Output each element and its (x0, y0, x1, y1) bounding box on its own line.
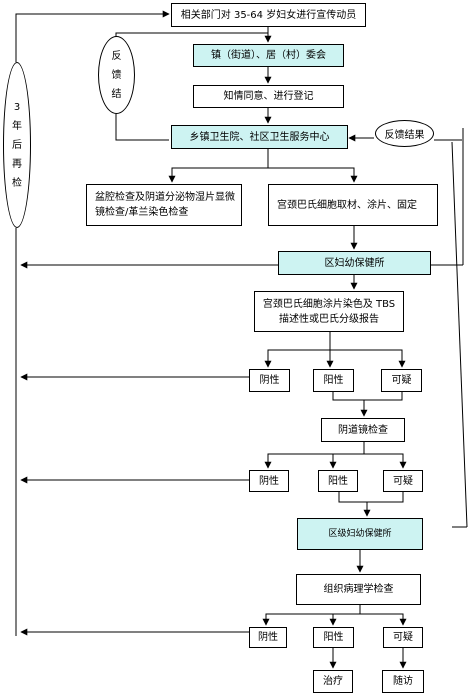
connector-results-1-right (330, 349, 406, 368)
node-suspicious-1: 可疑 (381, 369, 422, 392)
connector-center-branch-right (268, 167, 358, 183)
node-mch-county: 区妇幼保健所 (278, 251, 431, 275)
label-feedback-left: 反馈结 (111, 50, 122, 100)
connector-recheck-loop (15, 10, 170, 62)
connector-results-2 (264, 442, 365, 469)
connector-results-3 (262, 605, 361, 626)
node-pathology: 组织病理学检查 (296, 574, 421, 605)
connector-merge-2 (338, 492, 404, 503)
label-recheck: 3年后再检 (12, 101, 22, 189)
label-feedback-result: 反馈结果 (384, 130, 425, 141)
connector-results-2-right (364, 453, 407, 469)
node-treatment: 治疗 (313, 670, 353, 693)
node-health-center: 乡镇卫生院、社区卫生服务中心 (171, 125, 348, 149)
node-colposcopy: 阴道镜检查 (321, 418, 405, 442)
connector-merge-1 (332, 392, 403, 401)
connector-results-3-right (360, 613, 407, 626)
node-suspicious-2: 可疑 (383, 470, 423, 492)
node-pap-sampling: 宫颈巴氏细胞取材、涂片、固定 (268, 184, 438, 226)
node-mch-district: 区级妇幼保健所 (297, 518, 423, 550)
label-feedback-result-ellipse: 反馈结果 (375, 120, 434, 147)
node-negative-3: 阴性 (249, 627, 287, 648)
node-consent: 知情同意、进行登记 (193, 85, 344, 108)
connector-district-loop-vertical (451, 141, 468, 528)
connector-feedback-center (115, 114, 169, 141)
node-negative-1: 阴性 (249, 369, 290, 392)
connector-results-1 (264, 332, 331, 368)
node-positive-2: 阳性 (318, 470, 358, 492)
node-pelvic-exam: 盆腔检查及阴道分泌物湿片显微镜检查/革兰染色检查 (86, 184, 242, 226)
node-pap-stain: 宫颈巴氏细胞涂片染色及 TBS 描述性或巴氏分级报告 (254, 291, 404, 332)
node-positive-1: 阳性 (313, 369, 354, 392)
node-positive-3: 阳性 (313, 627, 354, 648)
node-town-committee: 镇（街道）、居（村）委会 (193, 44, 344, 67)
connector-feedback-top (115, 32, 268, 44)
label-recheck-ellipse: 3年后再检 (3, 62, 31, 228)
node-follow-up: 随访 (382, 670, 424, 693)
node-suspicious-3: 可疑 (383, 627, 423, 648)
connector-center-branch (168, 149, 269, 183)
node-negative-2: 阴性 (249, 470, 289, 492)
label-feedback-left-ellipse: 反馈结 (98, 36, 135, 114)
node-mobilize: 相关部门对 35-64 岁妇女进行宣传动员 (171, 3, 366, 27)
